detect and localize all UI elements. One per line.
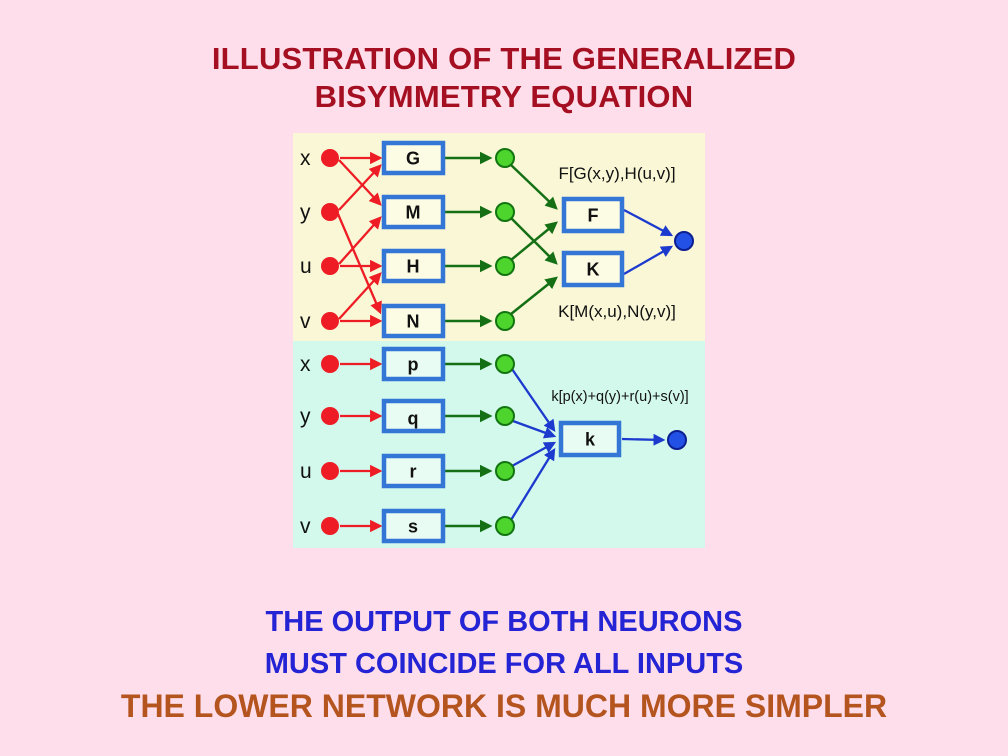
function-box-k [558,420,622,458]
input-label-y-lower: y [300,405,311,428]
input-node-x-lower [321,355,339,373]
input-node-v-lower [321,517,339,535]
output-node-upper [674,231,694,251]
footer-line-2: MUST COINCIDE FOR ALL INPUTS [264,648,744,680]
box-label-H: H [407,257,420,277]
input-node-y-lower [321,407,339,425]
arrow-snode-to-k [510,447,556,521]
hidden-node-p [495,354,515,374]
function-box-M [381,194,446,230]
hidden-node-M [495,202,515,222]
function-box-N [381,303,446,339]
box-label-F: F [588,206,599,226]
arrow-Nnode-to-K [510,276,558,315]
lower-green-connections [443,357,493,533]
upper-inputs: x y u v [300,147,339,333]
function-box-q [381,398,446,434]
hidden-node-s [495,516,515,536]
arrow-x-to-M [338,159,382,206]
input-node-y-upper [321,203,339,221]
lower-blue-connections [510,368,666,521]
title-line-1: ILLUSTRATION OF THE GENERALIZED [211,41,797,76]
input-label-v-lower: v [300,515,311,538]
box-label-N: N [407,312,420,332]
upper-red-connections [336,151,383,328]
lower-hidden-nodes [495,354,515,536]
upper-function-boxes: G M H N [381,140,446,339]
hidden-node-N [495,311,515,331]
output-node-lower [667,430,687,450]
hidden-node-r [495,461,515,481]
hidden-node-q [495,406,515,426]
input-node-x-upper [321,149,339,167]
footer-line-1: THE OUTPUT OF BOTH NEURONS [265,606,743,638]
box-label-M: M [406,203,421,223]
hidden-node-G [495,148,515,168]
function-box-p [381,346,446,382]
input-label-u-upper: u [300,255,312,278]
box-label-K: K [587,260,600,280]
function-box-G [381,140,446,176]
arrow-y-to-G [338,164,382,211]
function-box-F [561,196,625,234]
formula-K: K[M(x,u),N(y,v)] [558,302,676,321]
upper-blue-connections [623,208,674,275]
input-label-u-lower: u [300,460,312,483]
arrow-v-to-H [338,272,382,320]
input-node-u-lower [321,462,339,480]
arrow-F-to-output [623,208,674,237]
arrow-u-to-M [338,216,382,265]
function-box-s [381,508,446,544]
arrow-y-to-N [336,213,382,315]
lower-inputs: x y u v [300,353,339,538]
lower-red-connections [340,357,383,533]
upper-hidden-nodes [495,148,515,331]
upper-output-boxes: F K [561,196,625,288]
function-box-r [381,453,446,489]
input-node-u-upper [321,257,339,275]
input-label-x-lower: x [300,353,311,376]
footer-line-3: THE LOWER NETWORK IS MUCH MORE SIMPLER [120,688,888,724]
arrow-k-to-output [621,433,666,446]
arrow-Hnode-to-F [510,221,558,261]
arrow-Gnode-to-F [510,164,558,210]
slide-title: ILLUSTRATION OF THE GENERALIZED BISYMMET… [0,40,1008,116]
lower-network-panel [293,341,705,548]
arrow-K-to-output [623,245,674,275]
box-label-G: G [406,149,420,169]
network-diagram: x y u v G M H N [293,133,705,548]
box-label-k: k [585,430,596,450]
input-label-y-upper: y [300,201,311,224]
input-label-x-upper: x [300,147,311,170]
function-box-K [561,250,625,288]
formula-k: k[p(x)+q(y)+r(u)+s(v)] [551,389,688,405]
box-label-r: r [409,462,416,482]
lower-function-boxes: p q r s [381,346,446,544]
footer-text: THE OUTPUT OF BOTH NEURONS MUST COINCIDE… [0,601,1008,727]
box-label-p: p [408,355,419,375]
upper-green-connections [443,151,558,328]
arrow-rnode-to-k [511,441,557,468]
box-label-s: s [408,517,418,537]
input-label-v-upper: v [300,310,311,333]
arrow-pnode-to-k [511,368,556,432]
formula-F: F[G(x,y),H(u,v)] [558,164,675,183]
function-box-H [381,248,446,284]
title-line-2: BISYMMETRY EQUATION [314,79,694,114]
hidden-node-H [495,256,515,276]
input-node-v-upper [321,312,339,330]
box-label-q: q [408,409,419,429]
arrow-qnode-to-k [512,419,557,439]
